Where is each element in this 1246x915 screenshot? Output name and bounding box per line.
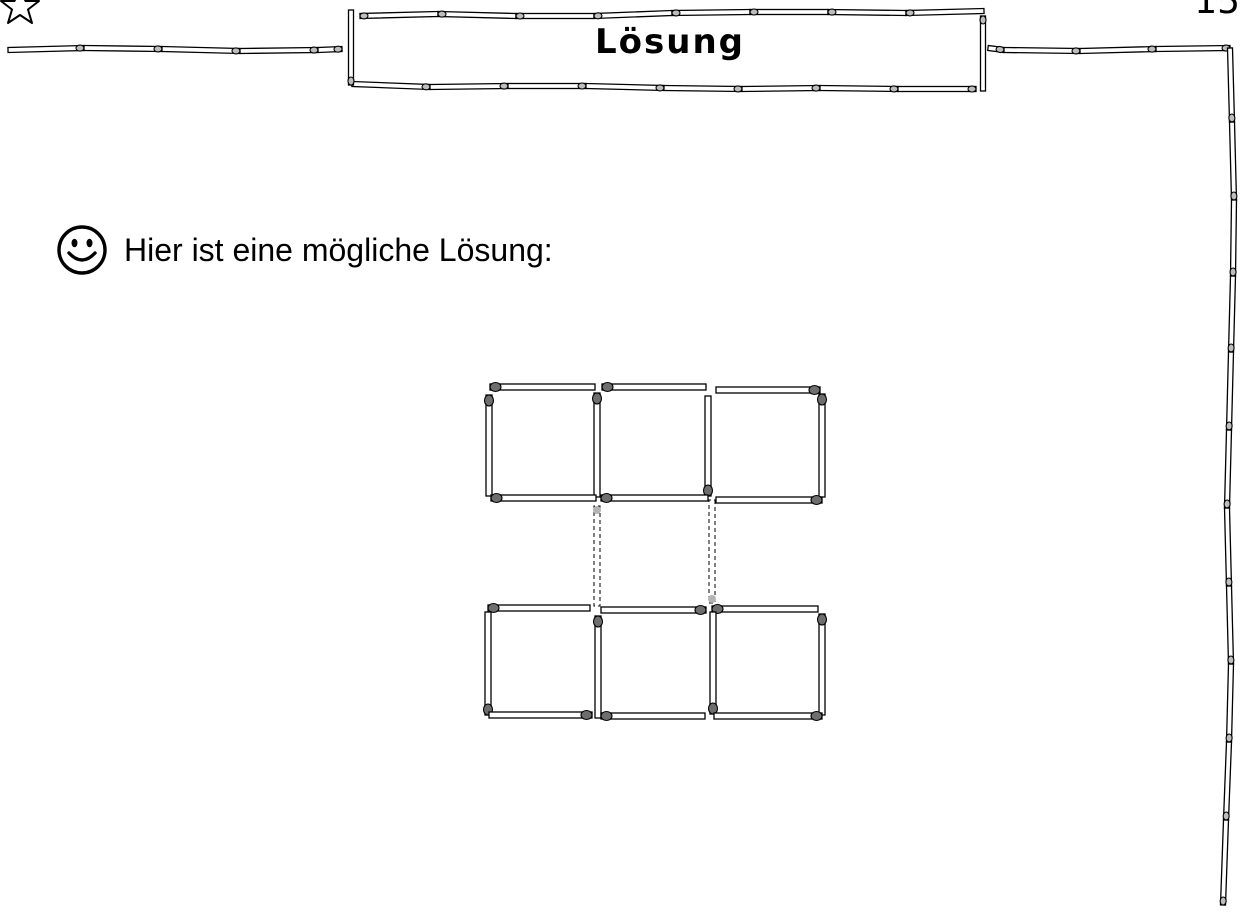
solution-matchstick	[592, 615, 604, 719]
solution-matchstick	[707, 611, 719, 715]
border-matchstick	[1219, 819, 1230, 906]
solution-matchstick	[601, 381, 707, 393]
solution-matchstick	[591, 392, 603, 498]
removed-matchstick	[593, 505, 601, 607]
solution-matchstick	[713, 710, 823, 722]
solution-matchstick	[600, 710, 706, 722]
solution-matchstick	[816, 393, 828, 498]
solution-matchstick	[488, 709, 593, 721]
page-number: 15	[1194, 0, 1240, 22]
solution-matchstick	[702, 395, 714, 497]
solution-matchstick	[489, 381, 596, 393]
solution-matchstick	[715, 494, 823, 506]
border-matchstick	[347, 9, 355, 86]
star-outline-icon	[0, 0, 40, 24]
border-matchstick	[1229, 199, 1238, 277]
solution-matchstick	[715, 384, 821, 396]
solution-matchstick	[487, 602, 591, 614]
border-matchstick	[986, 44, 1006, 54]
solution-matchstick	[816, 613, 828, 716]
intro-text: Hier ist eine mögliche Lösung:	[124, 232, 553, 268]
border-matchstick	[1003, 46, 1081, 55]
solution-matchstick	[600, 492, 709, 504]
border-matchstick	[979, 15, 987, 92]
smiley-icon	[57, 225, 107, 275]
border-matchstick	[897, 85, 977, 93]
solution-matchstick	[483, 394, 495, 497]
removed-matchstick	[708, 499, 716, 604]
border-matchstick	[317, 45, 343, 54]
border-matchstick	[1225, 351, 1235, 431]
border-matchstick	[1228, 121, 1238, 201]
border-matchstick	[161, 45, 241, 55]
border-matchstick	[1223, 507, 1233, 587]
page-title: Lösung	[594, 22, 745, 62]
solution-matchstick	[490, 492, 597, 504]
solution-matchstick	[711, 603, 819, 615]
border-matchstick	[905, 7, 985, 17]
solution-matchstick	[482, 611, 494, 716]
border-matchstick	[429, 82, 509, 91]
solution-matchstick	[600, 604, 707, 616]
border-matchstick	[663, 84, 743, 93]
